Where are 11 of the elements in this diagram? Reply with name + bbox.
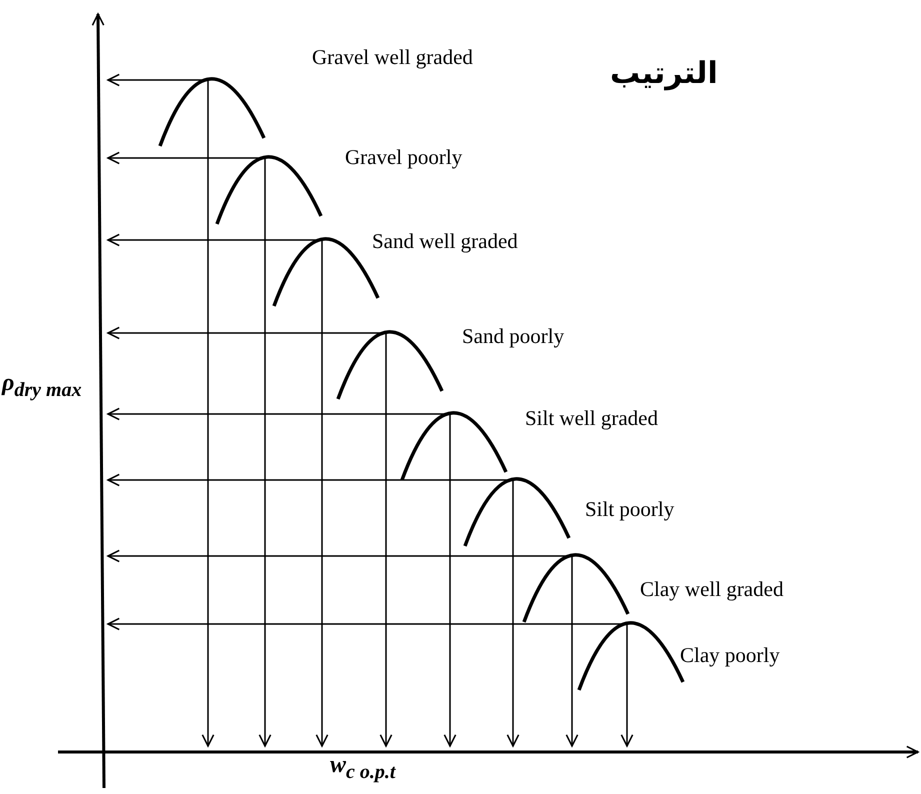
soil-type-label: Silt poorly: [585, 498, 674, 522]
soil-type-label: Sand poorly: [462, 325, 564, 348]
soil-type-label: Silt well graded: [525, 407, 658, 430]
soil-type-label: Clay well graded: [640, 578, 784, 602]
soil-type-label: Gravel well graded: [312, 46, 473, 70]
soil-type-label: Sand well graded: [372, 230, 518, 254]
soil-type-label: Clay poorly: [680, 644, 780, 668]
axis-label: w$_{c o.p.t}$: [330, 752, 396, 783]
axis-label: ρ$_{dry max}$: [2, 370, 82, 401]
soil-type-label: Gravel poorly: [345, 146, 462, 170]
title: الترتيب: [610, 56, 718, 92]
